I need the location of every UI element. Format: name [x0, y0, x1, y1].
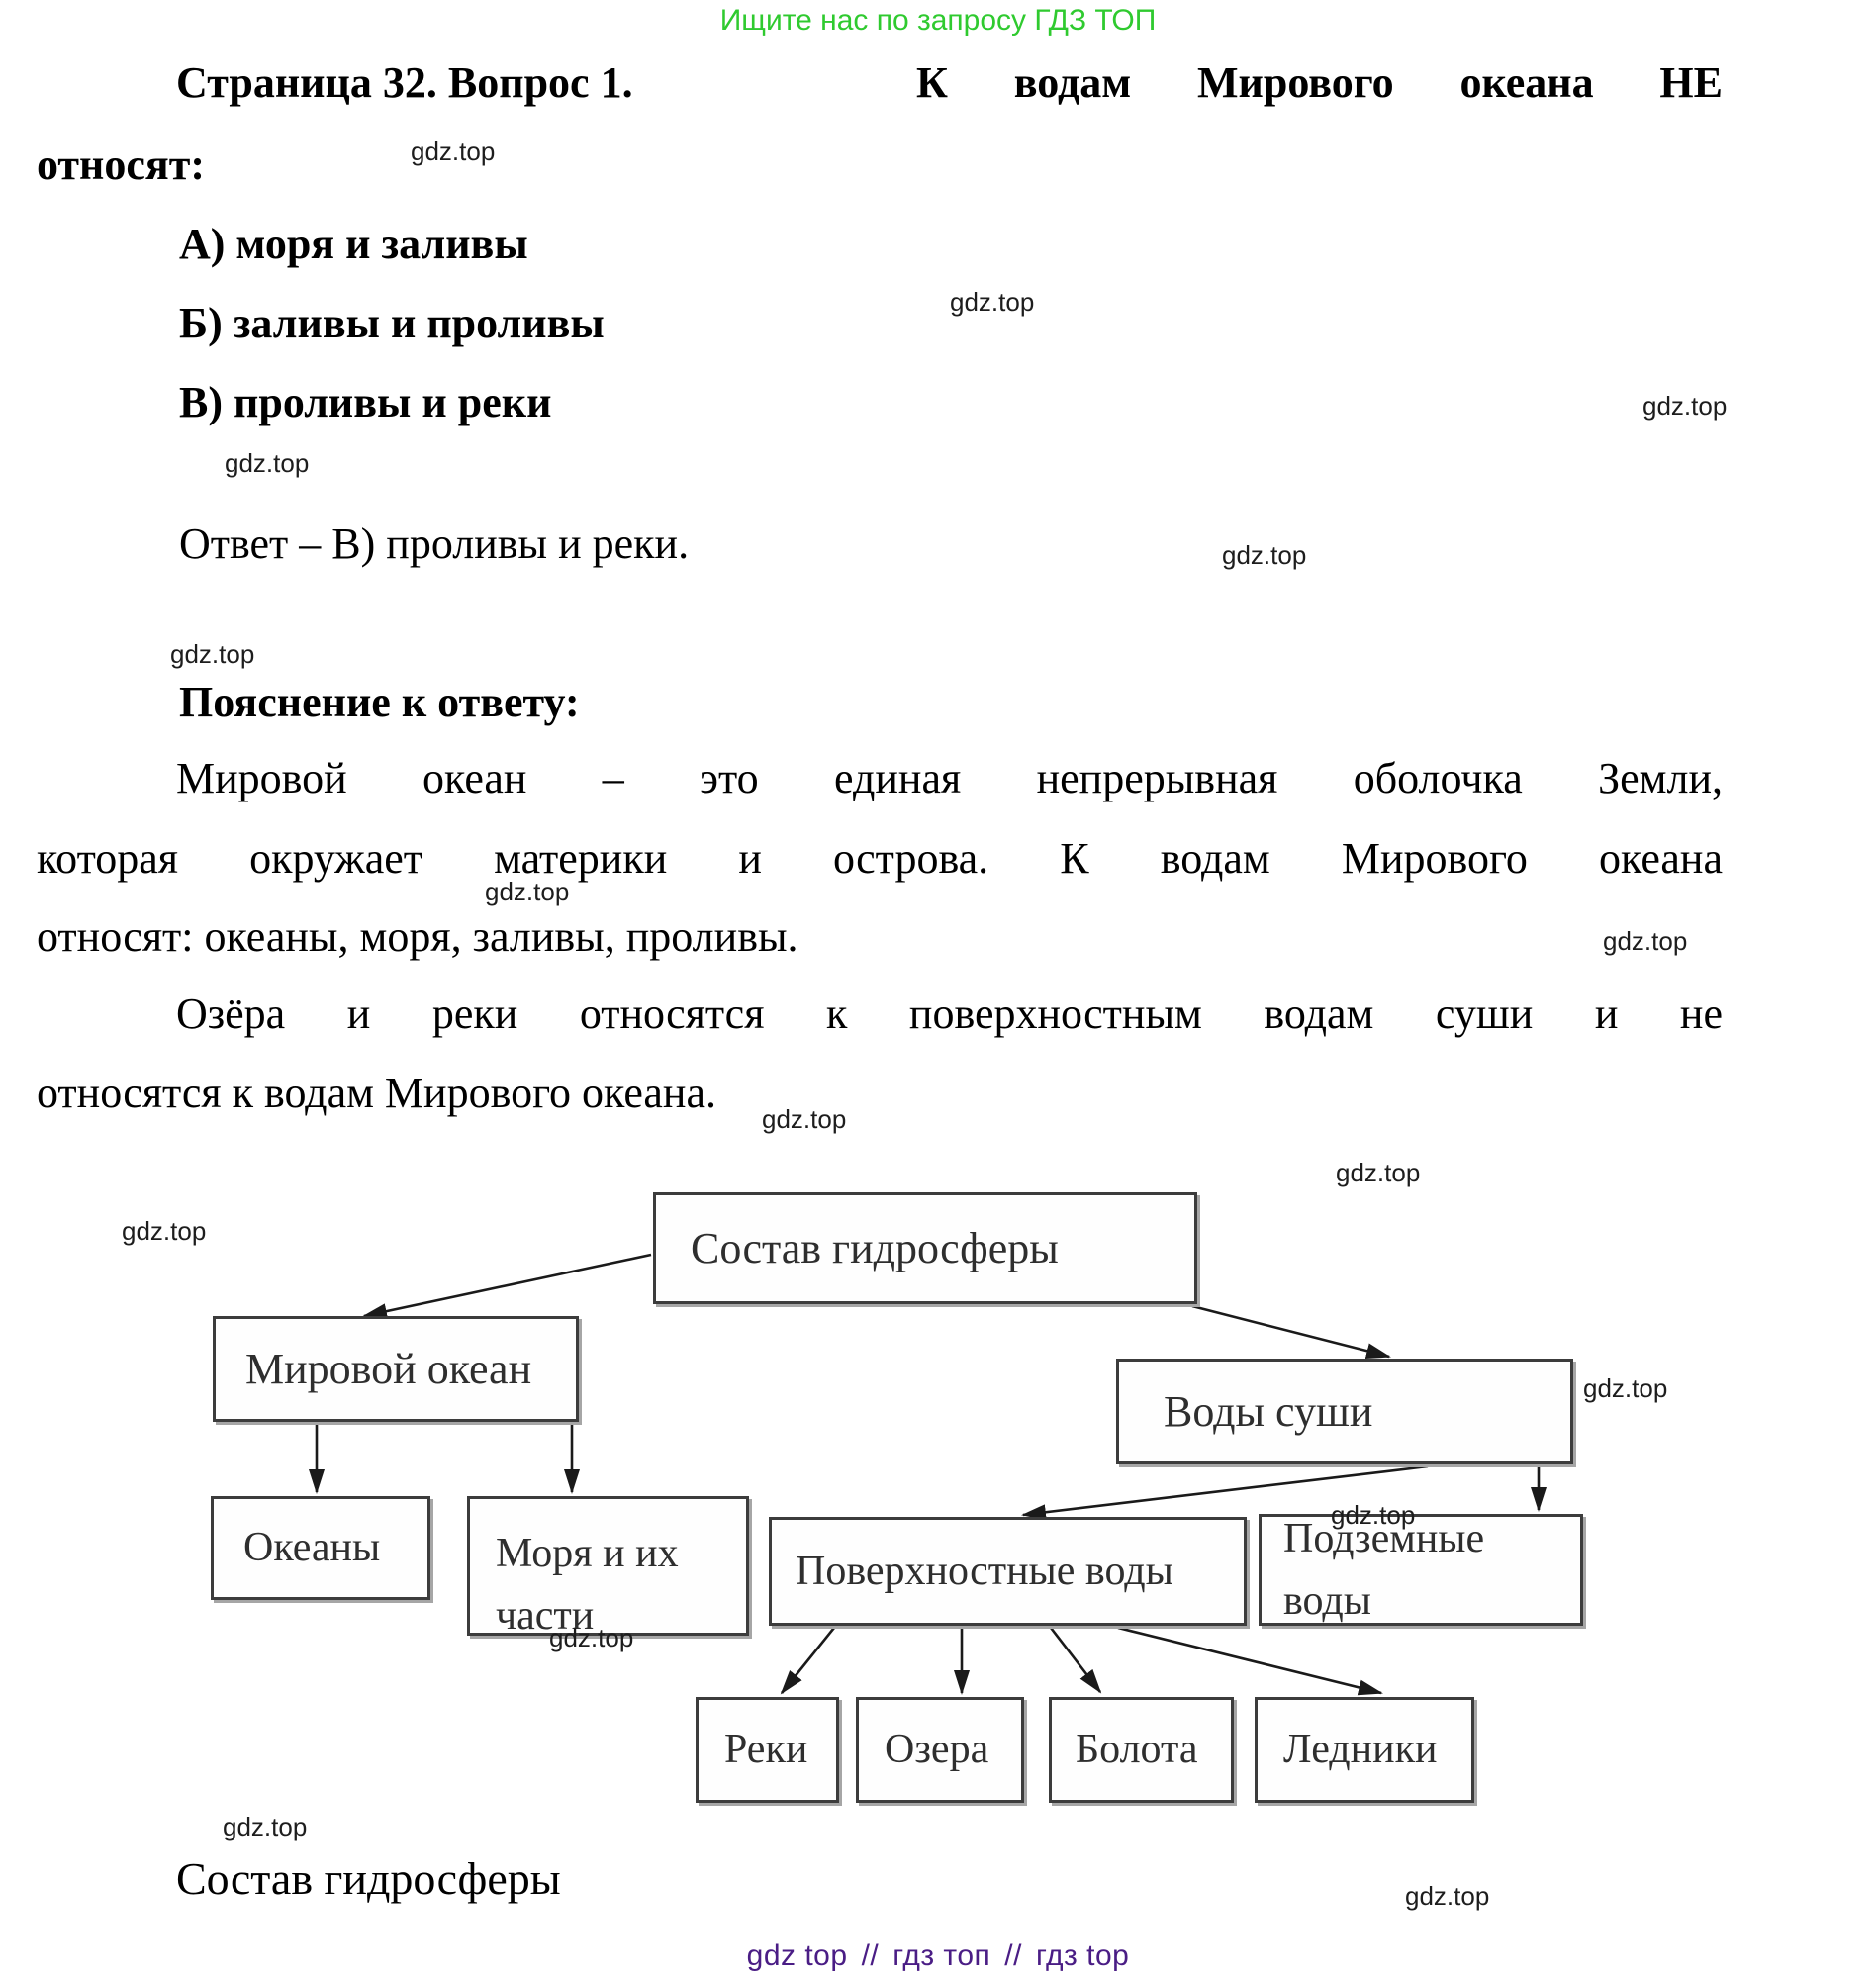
footer: gdz top // гдз топ // гдз top — [0, 1939, 1876, 1973]
watermark: gdz.top — [1331, 1500, 1416, 1530]
watermark: gdz.top — [223, 1812, 308, 1841]
footer-link-gdz-top-lat[interactable]: gdz top — [746, 1939, 848, 1972]
watermark: gdz.top — [1642, 391, 1728, 421]
question-title-continuation: относят: — [37, 141, 205, 189]
diagram-node-ground-waters-label: Подземные воды — [1283, 1515, 1485, 1624]
watermark: gdz.top — [1583, 1373, 1668, 1403]
promo-banner: Ищите нас по запросу ГДЗ ТОП — [0, 4, 1876, 38]
watermark: gdz.top — [411, 137, 496, 166]
diagram-node-seas: Моря и их части — [467, 1496, 749, 1639]
diagram-node-root: Состав гидросферы — [653, 1192, 1197, 1304]
watermark: gdz.top — [1222, 540, 1307, 570]
diagram-node-world-ocean: Мировой океан — [213, 1316, 579, 1422]
diagram-node-surface-waters: Поверхностные воды — [769, 1517, 1247, 1626]
promo-text: Ищите нас по запросу ГДЗ ТОП — [719, 4, 1157, 37]
footer-separator: // — [1004, 1939, 1022, 1972]
explanation-heading: Пояснение к ответу: — [179, 678, 580, 726]
answer-line: Ответ – В) проливы и реки. — [179, 519, 690, 568]
explanation-p1-line3: относят: океаны, моря, заливы, проливы. — [37, 912, 798, 961]
diagram-node-ground-waters: Подземные воды — [1259, 1514, 1583, 1626]
diagram-node-root-label: Состав гидросферы — [691, 1223, 1059, 1272]
watermark: gdz.top — [122, 1216, 207, 1246]
explanation-p1-line2: которая окружает материки и острова. К в… — [37, 834, 1723, 883]
watermark: gdz.top — [225, 448, 310, 478]
watermark: gdz.top — [170, 639, 255, 669]
question-title-left: Страница 32. Вопрос 1. — [176, 58, 633, 107]
explanation-p2-line2: относятся к водам Мирового океана. — [37, 1069, 716, 1117]
watermark: gdz.top — [1405, 1881, 1490, 1911]
diagram-node-seas-label: Моря и их части — [496, 1531, 679, 1639]
diagram-node-world-ocean-label: Мировой океан — [245, 1344, 532, 1393]
option-v: В) проливы и реки — [179, 378, 552, 426]
diagram-node-surface-waters-label: Поверхностные воды — [796, 1548, 1173, 1594]
footer-link-gdz-top-lat2[interactable]: гдз top — [1035, 1939, 1130, 1972]
diagram-node-land-waters-label: Воды суши — [1164, 1386, 1373, 1436]
diagram-node-swamps: Болота — [1049, 1697, 1234, 1803]
option-b: Б) заливы и проливы — [179, 299, 605, 347]
diagram-node-lakes-label: Озера — [885, 1727, 989, 1772]
diagram-node-rivers-label: Реки — [724, 1727, 808, 1772]
diagram-node-glaciers-label: Ледники — [1283, 1727, 1438, 1772]
diagram-node-oceans-label: Океаны — [243, 1525, 381, 1570]
diagram-node-land-waters: Воды суши — [1116, 1359, 1573, 1464]
explanation-p1-line1: Мировой океан – это единая непрерывная о… — [176, 754, 1723, 802]
watermark: gdz.top — [1603, 926, 1688, 956]
diagram-node-glaciers: Ледники — [1255, 1697, 1474, 1803]
explanation-p2-line1: Озёра и реки относятся к поверхностным в… — [176, 990, 1723, 1038]
watermark: gdz.top — [485, 877, 570, 906]
question-title-right: К водам Мирового океана НЕ — [916, 58, 1723, 107]
question-title: Страница 32. Вопрос 1. К водам Мирового … — [176, 57, 1723, 108]
diagram-node-rivers: Реки — [696, 1697, 839, 1803]
option-a: А) моря и заливы — [179, 220, 528, 268]
diagram-caption: Состав гидросферы — [176, 1853, 561, 1904]
watermark: gdz.top — [1336, 1158, 1421, 1187]
diagram-node-lakes: Озера — [856, 1697, 1024, 1803]
watermark: gdz.top — [549, 1623, 634, 1652]
footer-link-gdz-top-cyr[interactable]: гдз топ — [892, 1939, 991, 1972]
watermark: gdz.top — [762, 1104, 847, 1134]
diagram-node-oceans: Океаны — [211, 1496, 430, 1600]
watermark: gdz.top — [950, 287, 1035, 317]
diagram-node-swamps-label: Болота — [1076, 1727, 1198, 1772]
footer-separator: // — [861, 1939, 880, 1972]
